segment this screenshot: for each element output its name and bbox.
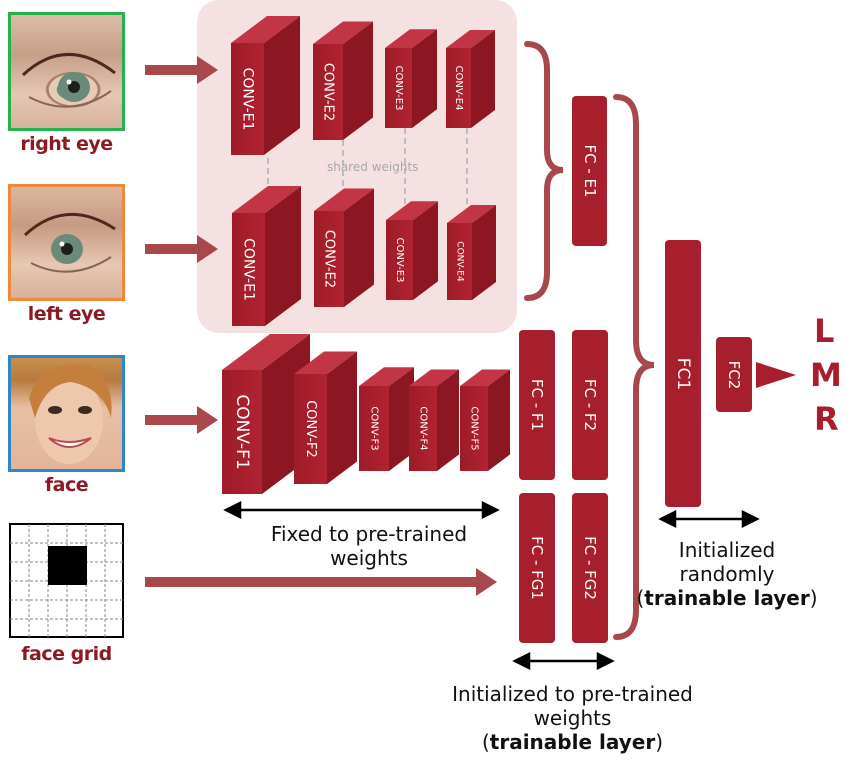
conv-block-label: CONV-E2 — [322, 230, 337, 288]
span-arrows — [223, 500, 760, 671]
init-pre-bold: trainable layer — [489, 730, 656, 754]
eye-icon — [21, 53, 116, 108]
output-arrow — [756, 362, 796, 388]
right-eye-label: right eye — [20, 133, 113, 155]
output-m: M — [810, 356, 842, 394]
conv-block-label: CONV-E1 — [241, 238, 257, 301]
conv-block-face-5: CONV-F5 — [460, 369, 510, 471]
init-random-note: Initialized randomly (trainable layer) — [632, 538, 822, 610]
output-l: L — [814, 312, 835, 350]
conv-block-face-4: CONV-F4 — [409, 369, 459, 471]
conv-block-eye-bottom-3: CONV-E3 — [386, 201, 438, 300]
fc-fg2-layer: FC - FG2 — [572, 493, 608, 643]
conv-block-label: CONV-E4 — [455, 241, 465, 282]
conv-block-label: CONV-E3 — [393, 66, 404, 111]
eye-icon — [23, 212, 116, 273]
init-pretrained-note: Initialized to pre-trained weights (trai… — [440, 682, 705, 754]
left-eye-image — [8, 184, 125, 301]
init-pre-line2: weights — [533, 706, 612, 730]
conv-block-face-3: CONV-F3 — [359, 367, 414, 471]
conv-block-eye-bottom-2: CONV-E2 — [314, 188, 374, 307]
face-image — [8, 355, 125, 472]
conv-block-label: CONV-F2 — [303, 400, 318, 458]
init-random-line1: Initialized — [678, 538, 776, 562]
conv-block-eye-top-1: CONV-E1 — [231, 16, 300, 155]
conv-block-eye-top-3: CONV-E3 — [385, 29, 437, 128]
conv-block-label: CONV-F3 — [369, 406, 380, 450]
face-grid-image — [9, 523, 124, 638]
fc-e1-layer: FC - E1 — [572, 96, 607, 246]
conv-block-eye-top-4: CONV-E4 — [446, 30, 495, 128]
output-r: R — [814, 400, 839, 438]
init-random-bold: trainable layer — [644, 586, 810, 610]
fc-f1-layer: FC - F1 — [519, 330, 555, 480]
fc1-layer: FC1 — [665, 240, 701, 507]
fc-f2-layer: FC - F2 — [572, 330, 608, 480]
conv-block-eye-top-2: CONV-E2 — [313, 21, 373, 140]
fc2-layer: FC2 — [716, 337, 752, 412]
conv-block-label: CONV-E3 — [394, 238, 405, 283]
init-pre-line1: Initialized to pre-trained — [452, 682, 693, 706]
face-label: face — [44, 474, 89, 496]
conv-block-label: CONV-E2 — [321, 63, 336, 121]
input-arrows — [145, 56, 497, 596]
conv-block-label: CONV-F4 — [418, 406, 429, 450]
shared-weights-label: shared weights — [327, 160, 419, 174]
conv-block-label: CONV-F1 — [232, 394, 252, 469]
face-grid-label: face grid — [21, 643, 112, 665]
conv-block-label: CONV-E4 — [453, 66, 464, 111]
fixed-weights-note: Fixed to pre-trained weights — [270, 522, 468, 570]
conv-block-eye-bottom-1: CONV-E1 — [232, 186, 301, 326]
face-icon — [29, 364, 112, 464]
conv-block-face-2: CONV-F2 — [294, 351, 357, 484]
conv-block-eye-bottom-4: CONV-E4 — [447, 205, 496, 300]
braces — [524, 41, 655, 640]
left-eye-label: left eye — [27, 303, 106, 325]
conv-block-label: CONV-F5 — [469, 406, 480, 450]
right-eye-image — [8, 12, 125, 131]
conv-block-label: CONV-E1 — [240, 68, 256, 131]
fc-fg1-layer: FC - FG1 — [519, 493, 555, 643]
init-random-line2: randomly — [679, 562, 775, 586]
